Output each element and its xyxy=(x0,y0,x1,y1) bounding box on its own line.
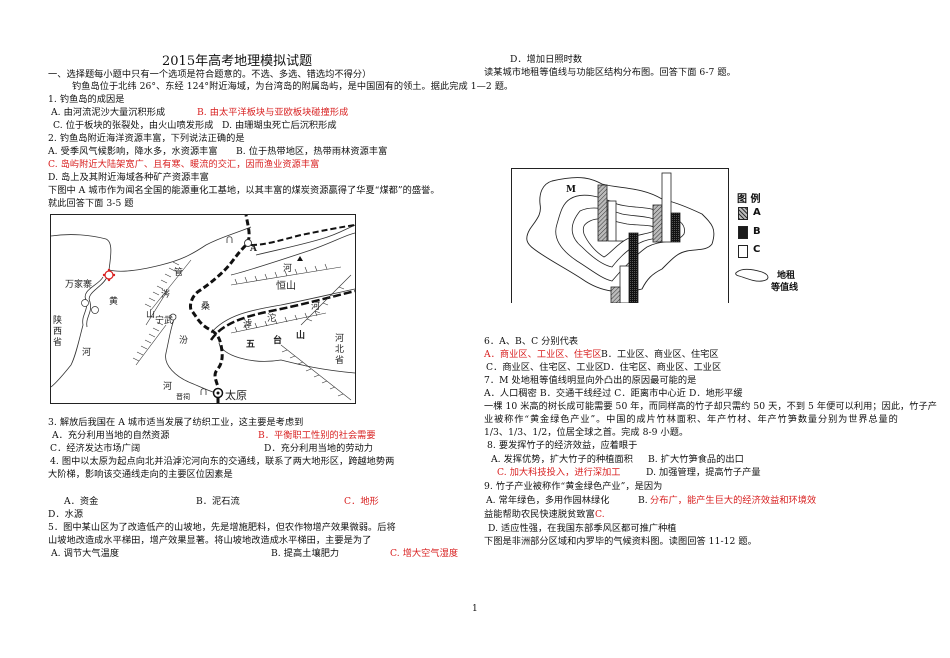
q3-stem: 3. 解放后我国在 A 城市适当发展了纺织工业，这主要是考虑到 xyxy=(48,417,304,428)
q2-stem: 2. 钓鱼岛附近海洋资源丰富，下列说法正确的是 xyxy=(48,133,245,144)
q3-option-a: A．充分利用当地的自然资源 xyxy=(52,430,170,441)
q6-option-b: B．工业区、商业区、住宅区 xyxy=(601,349,719,360)
map-lines-graphic xyxy=(51,215,355,403)
map-label-hebei-3: 省 xyxy=(335,356,345,366)
q1-option-c: C. 位于板块的张裂处，由火山喷发形成 xyxy=(53,120,214,131)
q2-option-b: B. 位于热带地区，热带雨林资源丰富 xyxy=(236,146,388,157)
legend-title: 图 例 xyxy=(737,194,761,205)
intro-q8-9-line3: 1/3、1/3、1/2，位居全球之首。完成 8-9 小题。 xyxy=(484,427,689,438)
map-label-shaanxi-1: 陕 xyxy=(53,316,63,326)
q6-option-c: C．商业区、住宅区、工业区 xyxy=(486,362,604,373)
q5-stem-line1: 5．图中某山区为了改造低产的山坡地，先是增施肥料，但农作物增产效果微弱。后将 xyxy=(48,522,396,533)
map-label-jinci: 晋祠 xyxy=(176,393,190,401)
map-label-hebei-2: 北 xyxy=(335,345,345,355)
map-label-sang: 桑 xyxy=(201,302,211,312)
q9-option-b-prefix: B. xyxy=(638,495,648,506)
intro-q8-9-line2: 业被称作“黄金绿色产业”。中国的成片竹林面积、年产竹材、年产竹笋数量分别为世界总… xyxy=(484,414,899,425)
map-label-shaanxi-3: 省 xyxy=(53,338,63,348)
map-label-he-fen: 河 xyxy=(163,382,173,392)
map-label-fen: 汾 xyxy=(179,336,189,346)
map-label-taiyuan: 太原 xyxy=(225,389,247,402)
legend-c-label: C xyxy=(753,244,761,255)
section-header: 一、选择题每小题中只有一个选项是符合题意的。不选、多选、错选均不得分） xyxy=(48,69,372,80)
legend-contour-label-2: 等值线 xyxy=(771,283,799,293)
map-label-shan-wutai: 山 xyxy=(296,331,306,341)
q4-stem-line2: 大阶梯，影响该交通线走向的主要区位因素是 xyxy=(48,469,233,480)
q8-stem: 8. 要发挥竹子的经济效益，应着眼于 xyxy=(487,440,638,451)
map-label-tai: 台 xyxy=(273,336,283,346)
q4-stem-line1: 4. 图中以太原为起点向北并沿滹沱河向东的交通线，联系了两大地形区，跨越地势两 xyxy=(50,456,395,467)
land-rent-diagram: M xyxy=(511,168,729,303)
intro-q11-12: 下图是非洲部分区域和内罗毕的气候资料图。读图回答 11-12 题。 xyxy=(484,536,757,547)
q1-option-a: A. 由河流泥沙大量沉积形成 xyxy=(51,107,166,118)
q8-option-b: B. 扩大竹笋食品的出口 xyxy=(648,454,744,465)
map-label-he-sanggan: 河 xyxy=(283,264,293,274)
q9-option-a: A. 常年绿色，多用作园林绿化 xyxy=(486,495,610,506)
q1-stem: 1. 钓鱼岛的成因是 xyxy=(48,94,125,105)
q6-option-a-answer: A．商业区、工业区、住宅区 xyxy=(484,349,602,360)
map-label-shan-guancen: 山 xyxy=(146,310,156,320)
map-label-wanjiazhai: 万家寨 xyxy=(65,280,93,290)
legend-contour-icon xyxy=(735,268,769,282)
q2-option-a: A. 受季风气候影响，降水多，水资源丰富 xyxy=(48,146,218,157)
intro-q1-2: 钓鱼岛位于北纬 26°、东经 124°附近海域，为台湾岛的附属岛屿，是中国固有的… xyxy=(72,81,514,92)
intro-q3-5-line1: 下图中 A 城市作为闻名全国的能源重化工基地，以其丰富的煤炭资源赢得了华夏“煤都… xyxy=(48,185,440,196)
q9-stem: 9. 竹子产业被称作“黄金绿色产业”，是因为 xyxy=(484,481,663,492)
legend-a-swatch xyxy=(738,207,748,220)
map-label-city-a: A xyxy=(250,244,257,254)
legend-a-label: A xyxy=(753,207,761,218)
q5-option-c-answer: C. 增大空气湿度 xyxy=(390,548,459,559)
page-title: 2015年高考地理模拟试题 xyxy=(162,54,313,69)
map-label-shaanxi-2: 西 xyxy=(53,327,63,337)
q3-option-d: D．充分利用当地的劳动力 xyxy=(264,443,374,454)
q8-option-a: A. 发挥优势，扩大竹子的种植面积 xyxy=(491,454,633,465)
m-label: M xyxy=(566,185,576,195)
legend-b-swatch xyxy=(738,226,748,239)
q9-option-d: D. 适应性强，在我国东部季风区都可推广种植 xyxy=(488,523,677,534)
intro-q8-9-line1: 一棵 10 米高的树长成可能需要 50 年，而同样高的竹子却只需约 50 天，不… xyxy=(484,401,938,412)
intro-q3-5-line2: 就此回答下面 3-5 题 xyxy=(48,198,134,209)
map-label-tuo: 沱 xyxy=(267,314,277,324)
q7-options: A．人口稠密 B．交通干线经过 C．距离市中心近 D．地形平缓 xyxy=(484,388,743,399)
map-label-guan: 管 xyxy=(174,268,184,278)
q9-option-b-line2: 益能帮助农民快速脱贫致富 xyxy=(484,509,595,520)
q2-option-d: D. 岛上及其附近海域各种矿产资源丰富 xyxy=(48,172,209,183)
shanxi-map: 万家寨 陕 西 省 黄 河 管 涔 山 宁武 汾 河 晋祠 太原 A 河 桑 恒… xyxy=(50,214,356,404)
q8-option-c-answer: C. 加大科技投入，进行深加工 xyxy=(497,467,621,478)
q4-option-c-answer: C．地形 xyxy=(344,496,379,507)
legend-c-swatch xyxy=(738,245,748,258)
intro-q6-7: 读某城市地租等值线与功能区结构分布图。回答下面 6-7 题。 xyxy=(484,67,736,78)
q7-stem: 7．M 处地租等值线明显向外凸出的原因最可能的是 xyxy=(484,375,697,386)
map-label-hu: 滹 xyxy=(243,320,253,330)
legend-b-label: B xyxy=(753,226,761,237)
q6-option-d: D．住宅区、商业区、工业区 xyxy=(603,362,722,373)
map-label-he-hutuo: 河 xyxy=(311,302,321,312)
map-label-hengshan: 恒山 xyxy=(276,281,296,292)
q5-option-a: A. 调节大气温度 xyxy=(51,548,120,559)
q3-option-c: C．经济发达市场广阔 xyxy=(50,443,141,454)
land-rent-contour-graphic xyxy=(526,172,715,303)
q4-option-a: A．资金 xyxy=(64,496,99,507)
q5-stem-line2: 山坡地改造成水平梯田，增产效果显著。将山坡地改造成水平梯田，主要是为了 xyxy=(48,535,372,546)
q5-option-d: D．增加日照时数 xyxy=(510,54,583,65)
map-label-ningwu: 宁武 xyxy=(155,316,174,326)
q2-option-c-answer: C. 岛屿附近大陆架宽广、且有寒、暖流的交汇，因而渔业资源丰富 xyxy=(48,159,320,170)
legend-contour-label-1: 地租 xyxy=(777,271,796,281)
map-label-ceng: 涔 xyxy=(161,290,171,300)
map-label-huang: 黄 xyxy=(109,297,119,307)
q4-option-b: B．泥石流 xyxy=(196,496,240,507)
q3-option-b-answer: B．平衡职工性别的社会需要 xyxy=(258,430,376,441)
q9-option-c: C. xyxy=(595,509,605,520)
map-label-he-yellow: 河 xyxy=(82,348,92,358)
q4-option-d: D．水源 xyxy=(48,509,84,520)
q8-option-d: D. 加强管理，提高竹子产量 xyxy=(646,467,761,478)
page-number: 1 xyxy=(472,604,478,614)
map-label-hebei-1: 河 xyxy=(335,334,345,344)
q9-option-b-answer: 分布广，能产生巨大的经济效益和环境效 xyxy=(650,495,817,506)
q1-option-b-answer: B. 由太平洋板块与亚欧板块碰撞形成 xyxy=(197,107,349,118)
q1-option-d: D. 由珊瑚虫死亡后沉积形成 xyxy=(222,120,337,131)
map-label-wu: 五 xyxy=(246,340,256,350)
q5-option-b: B. 提高土壤肥力 xyxy=(271,548,340,559)
q6-stem: 6．A、B、C 分别代表 xyxy=(484,336,579,347)
